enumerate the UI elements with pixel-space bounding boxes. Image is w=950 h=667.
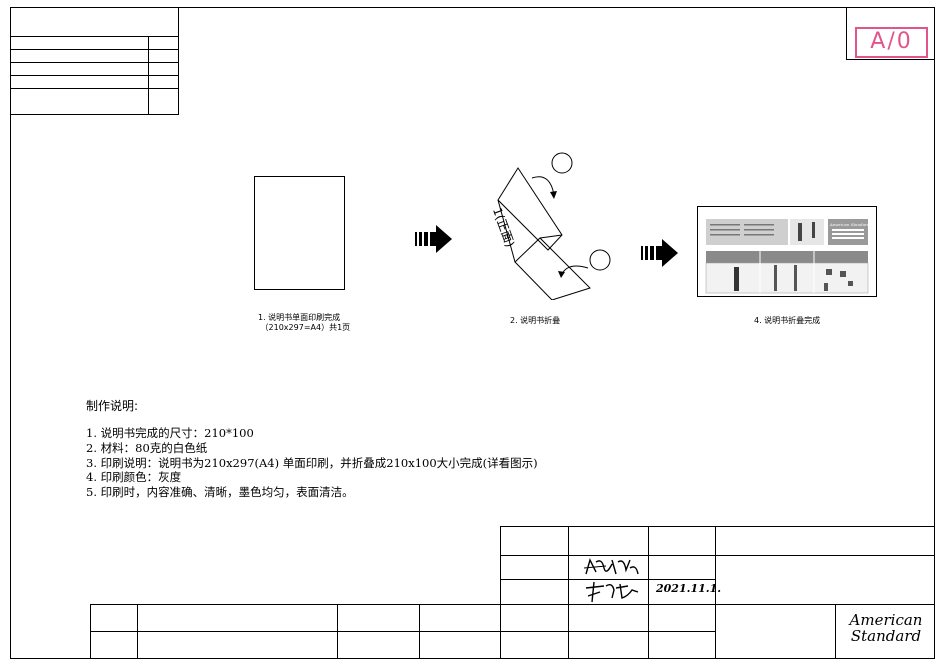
revision-row-line xyxy=(10,75,178,76)
revision-row-line xyxy=(10,49,178,50)
step-1-label: 1. 说明书单面印刷完成 （210x297=A4）共1页 xyxy=(258,313,350,333)
step-4-label: 4. 说明书折叠完成 xyxy=(754,316,820,326)
note-item: 1. 说明书完成的尺寸：210*100 xyxy=(86,425,254,441)
revision-table xyxy=(10,7,179,115)
brochure-brand: American Standard xyxy=(830,222,869,227)
signature-icon xyxy=(582,580,642,604)
notes-title: 制作说明: xyxy=(86,397,138,414)
process-arrow-icon xyxy=(414,224,454,254)
revision-col-line xyxy=(148,37,149,114)
brochure-preview: American Standard xyxy=(697,206,877,297)
revision-row-line xyxy=(10,88,178,89)
approval-stamp: A/0 xyxy=(855,27,928,58)
brochure-thumbnail xyxy=(698,207,876,296)
logo-line-2: Standard xyxy=(846,628,926,644)
signature-icon xyxy=(582,556,642,580)
step-2-label: 2. 说明书折叠 xyxy=(510,316,560,326)
revision-row-line xyxy=(10,36,178,37)
approval-date: 2021.11.1. xyxy=(656,582,721,595)
revision-row-line xyxy=(10,62,178,63)
process-arrow-icon xyxy=(640,238,680,268)
note-item: 4. 印刷颜色：灰度 xyxy=(86,469,181,485)
logo-line-1: American xyxy=(846,612,926,628)
company-logo: American Standard xyxy=(846,612,926,644)
flat-sheet xyxy=(254,176,345,290)
note-item: 2. 材料：80克的白色纸 xyxy=(86,440,207,456)
note-item: 5. 印刷时，内容准确、清晰，墨色均匀，表面清洁。 xyxy=(86,484,354,500)
